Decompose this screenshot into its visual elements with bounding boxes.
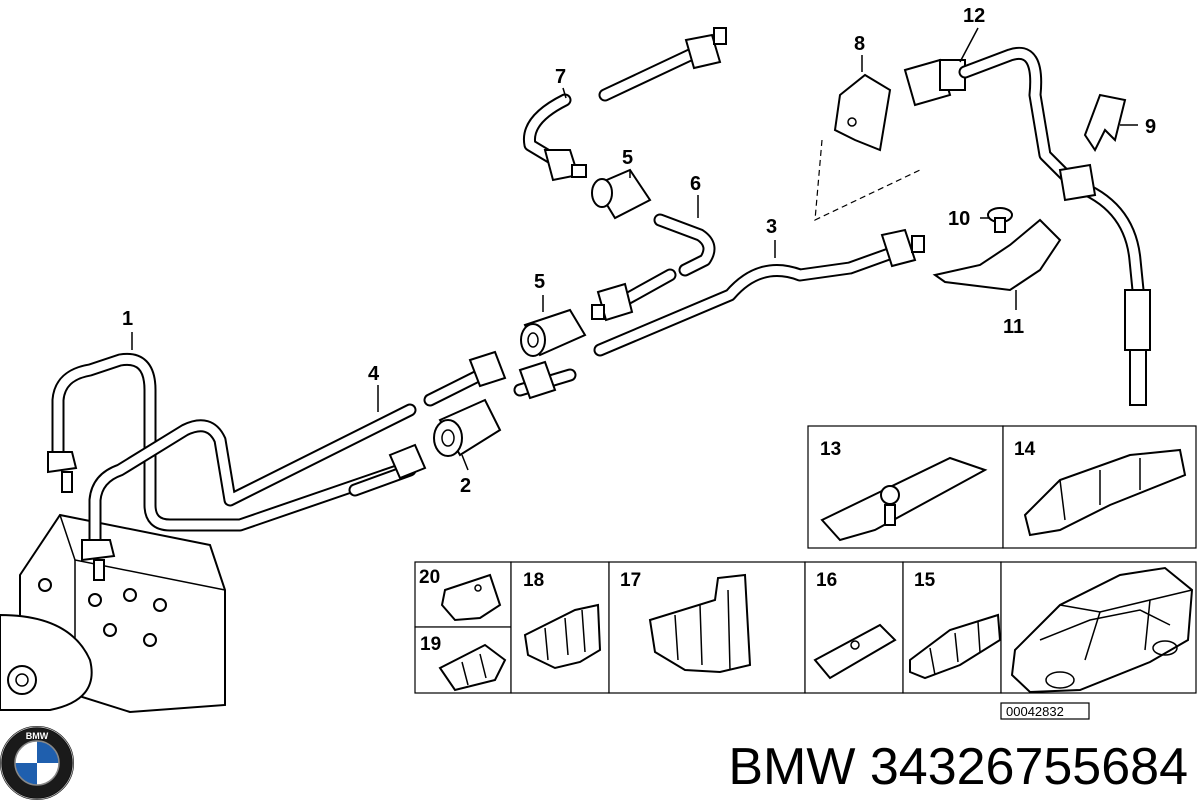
callout-9: 9 xyxy=(1145,116,1156,138)
callout-3: 3 xyxy=(766,216,777,238)
grid-label-14: 14 xyxy=(1014,439,1036,460)
clip-9 xyxy=(1083,93,1127,152)
callout-8: 8 xyxy=(854,33,865,55)
bmw-logo-text: BMW xyxy=(26,731,49,741)
union-nut-5-lower xyxy=(520,308,587,357)
grid-label-13: 13 xyxy=(820,439,841,460)
part-17-clip xyxy=(648,573,752,674)
pipe-4 xyxy=(81,350,507,581)
parts-grid-top: 13 14 xyxy=(807,425,1197,549)
part-16-clip xyxy=(813,623,897,680)
part-15-clip xyxy=(909,613,1002,680)
parts-grid-bottom: 20 19 18 17 16 15 xyxy=(414,561,1197,694)
callout-10: 10 xyxy=(948,208,970,230)
union-nut-2 xyxy=(433,398,502,457)
bmw-logo: BMW xyxy=(0,726,74,800)
part-13-bracket xyxy=(820,456,988,542)
part-19-clip xyxy=(438,643,507,692)
diagram-id: 00042832 xyxy=(1006,704,1064,719)
diagram-id-box: 00042832 xyxy=(1000,702,1090,720)
part-20-clip xyxy=(440,573,502,622)
abs-unit xyxy=(0,513,226,714)
callout-5-lower: 5 xyxy=(534,271,545,293)
bracket-8 xyxy=(814,73,921,221)
callout-12: 12 xyxy=(963,5,985,27)
flex-hose-12 xyxy=(903,47,1151,406)
part-14-clip xyxy=(1023,448,1187,537)
callout-5-upper: 5 xyxy=(622,147,633,169)
grid-label-16: 16 xyxy=(816,570,837,591)
grid-label-17: 17 xyxy=(620,570,641,591)
pipe-7 xyxy=(522,27,727,182)
union-nut-5-upper xyxy=(591,168,652,220)
callout-4: 4 xyxy=(368,363,380,385)
callout-7: 7 xyxy=(555,66,566,88)
callout-11: 11 xyxy=(1003,316,1024,338)
grid-label-19: 19 xyxy=(420,634,441,655)
pipe-6 xyxy=(591,213,716,322)
callout-1: 1 xyxy=(122,308,133,330)
bracket-11 xyxy=(932,218,1062,292)
leader-lines xyxy=(131,27,1138,471)
callout-2: 2 xyxy=(460,475,471,497)
callout-labels: 1 2 3 4 5 5 6 7 8 9 10 11 12 xyxy=(122,5,1156,497)
car-locator-illustration xyxy=(1010,566,1194,694)
pipe-3 xyxy=(513,228,925,400)
part-18-clip xyxy=(523,603,602,670)
pipe-1 xyxy=(47,352,407,532)
grid-label-15: 15 xyxy=(914,570,936,591)
bolt-10 xyxy=(987,207,1013,233)
callout-6: 6 xyxy=(690,173,701,195)
grid-label-18: 18 xyxy=(523,570,544,591)
part-number-caption: BMW 34326755684 xyxy=(728,738,1188,796)
grid-label-20: 20 xyxy=(419,567,440,588)
